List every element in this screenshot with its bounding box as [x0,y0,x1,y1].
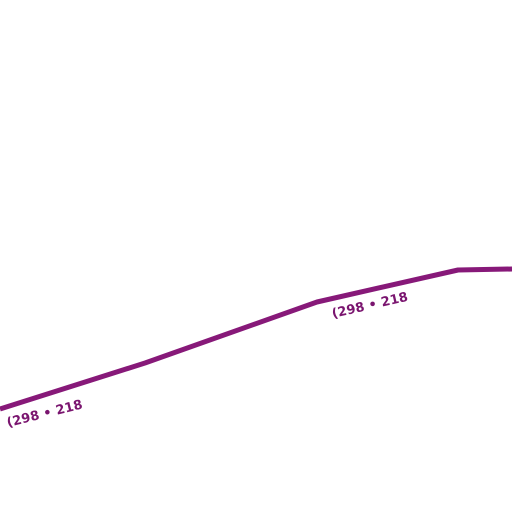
route-298-218-road[interactable] [0,266,512,412]
